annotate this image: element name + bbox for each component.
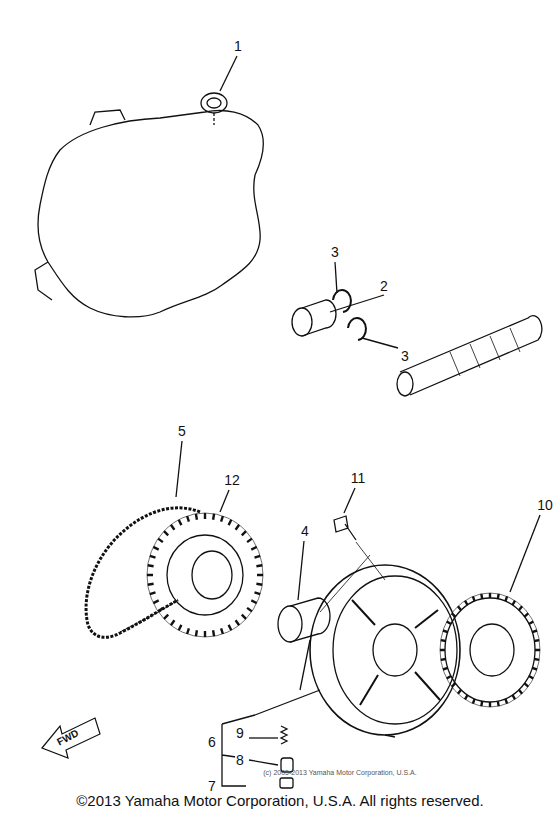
sprocket bbox=[147, 513, 263, 637]
callout-number: 10 bbox=[536, 498, 554, 513]
callout-number: 8 bbox=[235, 753, 245, 768]
leader-line bbox=[255, 690, 320, 715]
one-way-clutch bbox=[373, 624, 417, 676]
callout-number: 6 bbox=[207, 735, 217, 750]
bushing bbox=[290, 598, 330, 642]
leader-line bbox=[362, 338, 398, 348]
leader-line bbox=[344, 488, 355, 513]
callout-number: 4 bbox=[300, 524, 310, 539]
collar bbox=[302, 300, 336, 336]
one-way-clutch bbox=[333, 576, 457, 724]
one-way-clutch bbox=[310, 565, 460, 735]
leader-line bbox=[335, 262, 337, 293]
copyright-caption: ©2013 Yamaha Motor Corporation, U.S.A. A… bbox=[76, 792, 483, 809]
crankcase-cover bbox=[38, 111, 263, 317]
bracket bbox=[222, 715, 255, 786]
bolt bbox=[334, 516, 356, 540]
shaft bbox=[397, 372, 413, 396]
gear bbox=[440, 593, 540, 707]
leader-line bbox=[330, 295, 384, 312]
circlip bbox=[348, 318, 366, 340]
callout-number: 9 bbox=[235, 726, 245, 741]
shaft bbox=[400, 316, 542, 395]
leader-line bbox=[298, 541, 304, 600]
chain bbox=[120, 600, 178, 632]
cap bbox=[280, 778, 293, 788]
cover-tab bbox=[35, 262, 52, 300]
leader-line bbox=[510, 515, 540, 592]
one-way-clutch bbox=[300, 640, 395, 737]
callout-number: 11 bbox=[350, 471, 367, 486]
oil-seal bbox=[201, 93, 227, 113]
assembly-line bbox=[320, 555, 370, 612]
clutch-web bbox=[352, 600, 440, 705]
bushing bbox=[278, 606, 302, 642]
gear-teeth bbox=[147, 513, 263, 637]
callout-number: 2 bbox=[379, 279, 389, 294]
gear-teeth bbox=[147, 513, 263, 637]
assembly-line bbox=[356, 542, 385, 580]
fwd-arrow bbox=[42, 718, 100, 758]
callout-number: 12 bbox=[223, 473, 241, 488]
center-line bbox=[213, 113, 214, 125]
collar bbox=[292, 308, 312, 336]
leader-line bbox=[249, 737, 278, 738]
callout-number: 7 bbox=[207, 779, 217, 794]
direction-label: FWD bbox=[55, 728, 82, 749]
callout-number: 3 bbox=[400, 349, 410, 364]
callout-number: 5 bbox=[177, 424, 187, 439]
cover-tab bbox=[90, 110, 125, 125]
gear-teeth bbox=[440, 593, 540, 707]
chain bbox=[86, 508, 200, 637]
spring bbox=[281, 726, 287, 744]
gear-teeth bbox=[440, 593, 540, 707]
leader-line bbox=[176, 441, 182, 497]
leader-line bbox=[220, 56, 237, 91]
oil-seal bbox=[207, 98, 221, 108]
watermark: (c) 2005-2013 Yamaha Motor Corporation, … bbox=[262, 769, 417, 776]
leader-line bbox=[220, 490, 229, 512]
callout-number: 3 bbox=[330, 245, 340, 260]
shaft-spline bbox=[450, 328, 520, 376]
callout-number: 1 bbox=[233, 39, 243, 54]
leader-line bbox=[249, 760, 278, 765]
